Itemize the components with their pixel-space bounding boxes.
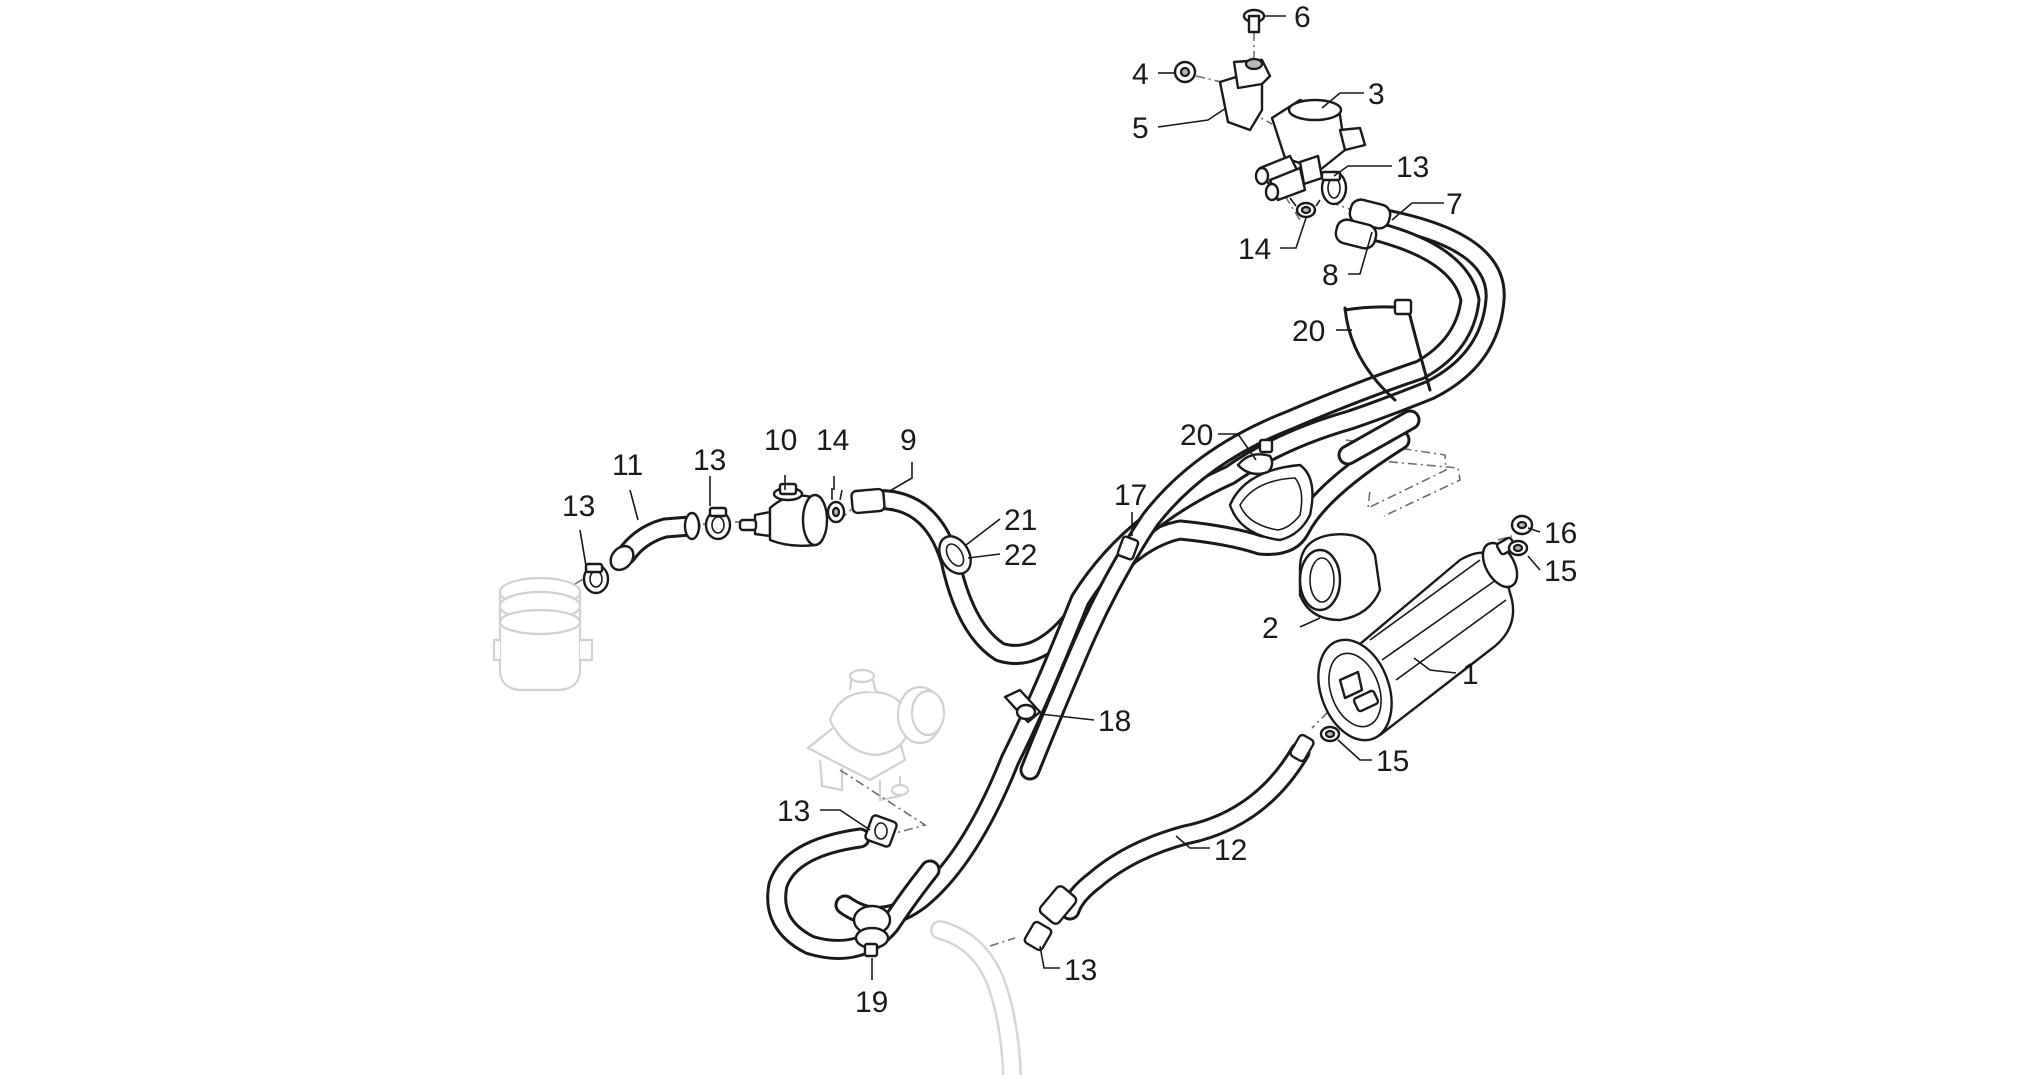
callout-12: 12 <box>1214 834 1247 867</box>
part-16-clip <box>1510 514 1534 536</box>
callout-20-upper: 20 <box>1292 315 1325 348</box>
callout-9: 9 <box>900 424 917 457</box>
valve-assembly <box>1173 8 1367 219</box>
callout-13-lower: 13 <box>777 795 810 828</box>
callout-13-intake: 13 <box>562 490 595 523</box>
part-1-canister <box>1317 536 1519 742</box>
part-10-check-valve <box>738 482 829 548</box>
part-21-22-ring <box>938 535 972 575</box>
callout-3: 3 <box>1368 78 1385 111</box>
callout-4: 4 <box>1132 58 1149 91</box>
ghost-intake-cylinder <box>492 576 594 692</box>
callout-21: 21 <box>1004 504 1037 537</box>
part-5-bracket <box>1218 57 1272 132</box>
callout-17: 17 <box>1114 479 1147 512</box>
part-14-clip-valve <box>1289 197 1321 219</box>
part-13-clamp-mid <box>704 506 732 541</box>
callout-15-lower: 15 <box>1376 745 1409 778</box>
part-2-holder <box>1298 533 1382 622</box>
part-17-clip <box>1116 535 1140 561</box>
callout-16: 16 <box>1544 517 1577 550</box>
ghost-reference-parts <box>492 576 1022 1075</box>
part-4-nut <box>1173 60 1197 84</box>
assembly-lines <box>574 32 1513 947</box>
part-13-clamp-lower <box>864 814 898 848</box>
part-6-bolt <box>1242 8 1266 34</box>
canister-pipe <box>1337 409 1421 466</box>
ghost-throttle-body <box>805 668 946 802</box>
callout-13-valve: 13 <box>1396 151 1429 184</box>
callout-2: 2 <box>1262 612 1279 645</box>
part-3-solenoid-valve <box>1254 98 1367 202</box>
callout-1: 1 <box>1462 658 1479 691</box>
part-13-clamp-intake <box>582 562 610 595</box>
callout-13-bottom: 13 <box>1064 954 1097 987</box>
part-14-clip-left <box>826 488 846 524</box>
callout-22: 22 <box>1004 539 1037 572</box>
callout-14-left: 14 <box>816 424 849 457</box>
strap-20 <box>1343 298 1432 402</box>
callout-11: 11 <box>612 449 643 482</box>
hose-12 <box>1038 733 1315 925</box>
part-13-clamp-valve <box>1320 170 1348 206</box>
left-small-parts <box>582 482 1140 958</box>
part-13-clamp-bottom <box>1023 920 1053 952</box>
hose-main <box>834 198 1506 927</box>
callout-5: 5 <box>1132 112 1149 145</box>
leader-lines <box>579 15 1541 980</box>
ghost-lower-hose <box>930 920 1022 1075</box>
hose-11 <box>609 511 701 572</box>
callout-15-upper: 15 <box>1544 555 1577 588</box>
callout-8: 8 <box>1322 259 1339 292</box>
callout-labels: 6 4 5 3 13 7 14 8 20 20 9 10 14 13 11 13… <box>562 1 1577 1019</box>
callout-13-mid: 13 <box>693 444 726 477</box>
callout-20-lower: 20 <box>1180 419 1213 452</box>
callout-10: 10 <box>764 424 797 457</box>
part-15-clip-lower <box>1319 725 1341 743</box>
part-15-clip-upper <box>1507 539 1529 557</box>
callout-19: 19 <box>855 986 888 1019</box>
part-19-clamp <box>852 904 892 958</box>
callout-6: 6 <box>1294 1 1311 34</box>
part-18-clip <box>1003 688 1042 724</box>
hose-19-loop <box>766 827 941 960</box>
callout-14-valve: 14 <box>1238 233 1271 266</box>
callout-7: 7 <box>1446 188 1463 221</box>
canister-assembly <box>1298 514 1534 743</box>
callout-18: 18 <box>1098 705 1131 738</box>
